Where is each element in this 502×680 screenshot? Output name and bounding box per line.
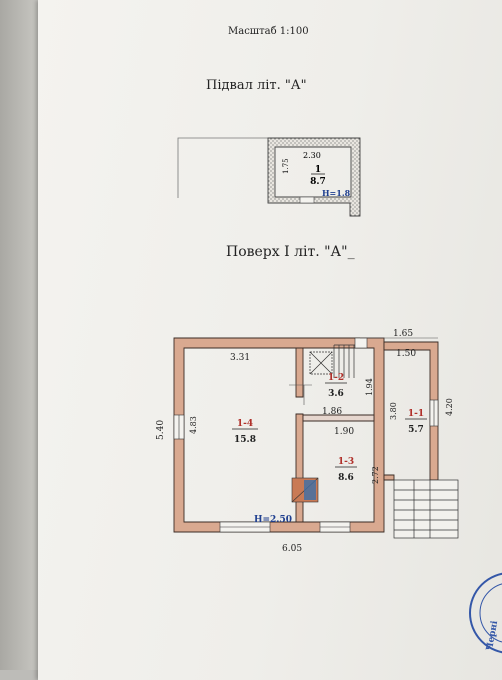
room-1-4-no: 1-4 — [237, 419, 253, 429]
room-1-3-area: 8.6 — [338, 473, 354, 483]
room-1-1-area: 5.7 — [408, 425, 424, 435]
dim-1-90: 1.90 — [334, 427, 354, 437]
room-1-3-no: 1-3 — [338, 457, 354, 467]
basement-title: Підвал літ. "А" — [206, 78, 307, 93]
stamp-text: Черні — [485, 619, 500, 651]
entrance-steps — [393, 479, 459, 539]
dim-1-65: 1.65 — [393, 329, 413, 339]
dim-1-86: 1.86 — [322, 407, 342, 417]
room-1-2-area: 3.6 — [328, 389, 344, 399]
dim-4-20: 4.20 — [445, 398, 454, 416]
floor1-stairs — [309, 344, 360, 378]
floor1-plan: 1.65 1.50 3.31 1.94 3.80 4.20 5.40 4.83 … — [156, 329, 459, 554]
room-1-1-no: 1-1 — [408, 409, 424, 419]
dim-1-50: 1.50 — [396, 349, 416, 359]
room-1-4-area: 15.8 — [234, 435, 256, 445]
stamp-seal: Черні — [469, 572, 502, 654]
dim-5-40: 5.40 — [156, 420, 166, 440]
dim-4-83: 4.83 — [189, 416, 198, 434]
room-1-2-no: 1-2 — [328, 373, 344, 383]
stove-icon — [291, 477, 319, 503]
dim-3-31: 3.31 — [230, 353, 250, 363]
dim-2-72: 2.72 — [371, 466, 380, 484]
dim-1-94: 1.94 — [365, 378, 374, 396]
dim-6-05: 6.05 — [282, 544, 302, 554]
floor1-ceiling-height: Н=2.50 — [254, 515, 292, 525]
basement-room-area: 8.7 — [310, 177, 326, 187]
floor1-windows — [173, 337, 439, 533]
dim-3-80: 3.80 — [389, 402, 398, 420]
basement-width-dim: 2.30 — [303, 151, 321, 160]
underlying-page — [0, 0, 40, 670]
basement-ceiling-height: Н=1.8 — [322, 188, 351, 198]
floor1-title: Поверх І літ. "А"_ — [226, 244, 355, 260]
basement-plan: 2.30 1.75 1 8.7 Н=1.8 — [177, 137, 361, 217]
scale-label: Масштаб 1:100 — [228, 26, 309, 37]
basement-height-dim: 1.75 — [282, 158, 290, 174]
basement-room-no: 1 — [315, 165, 321, 175]
